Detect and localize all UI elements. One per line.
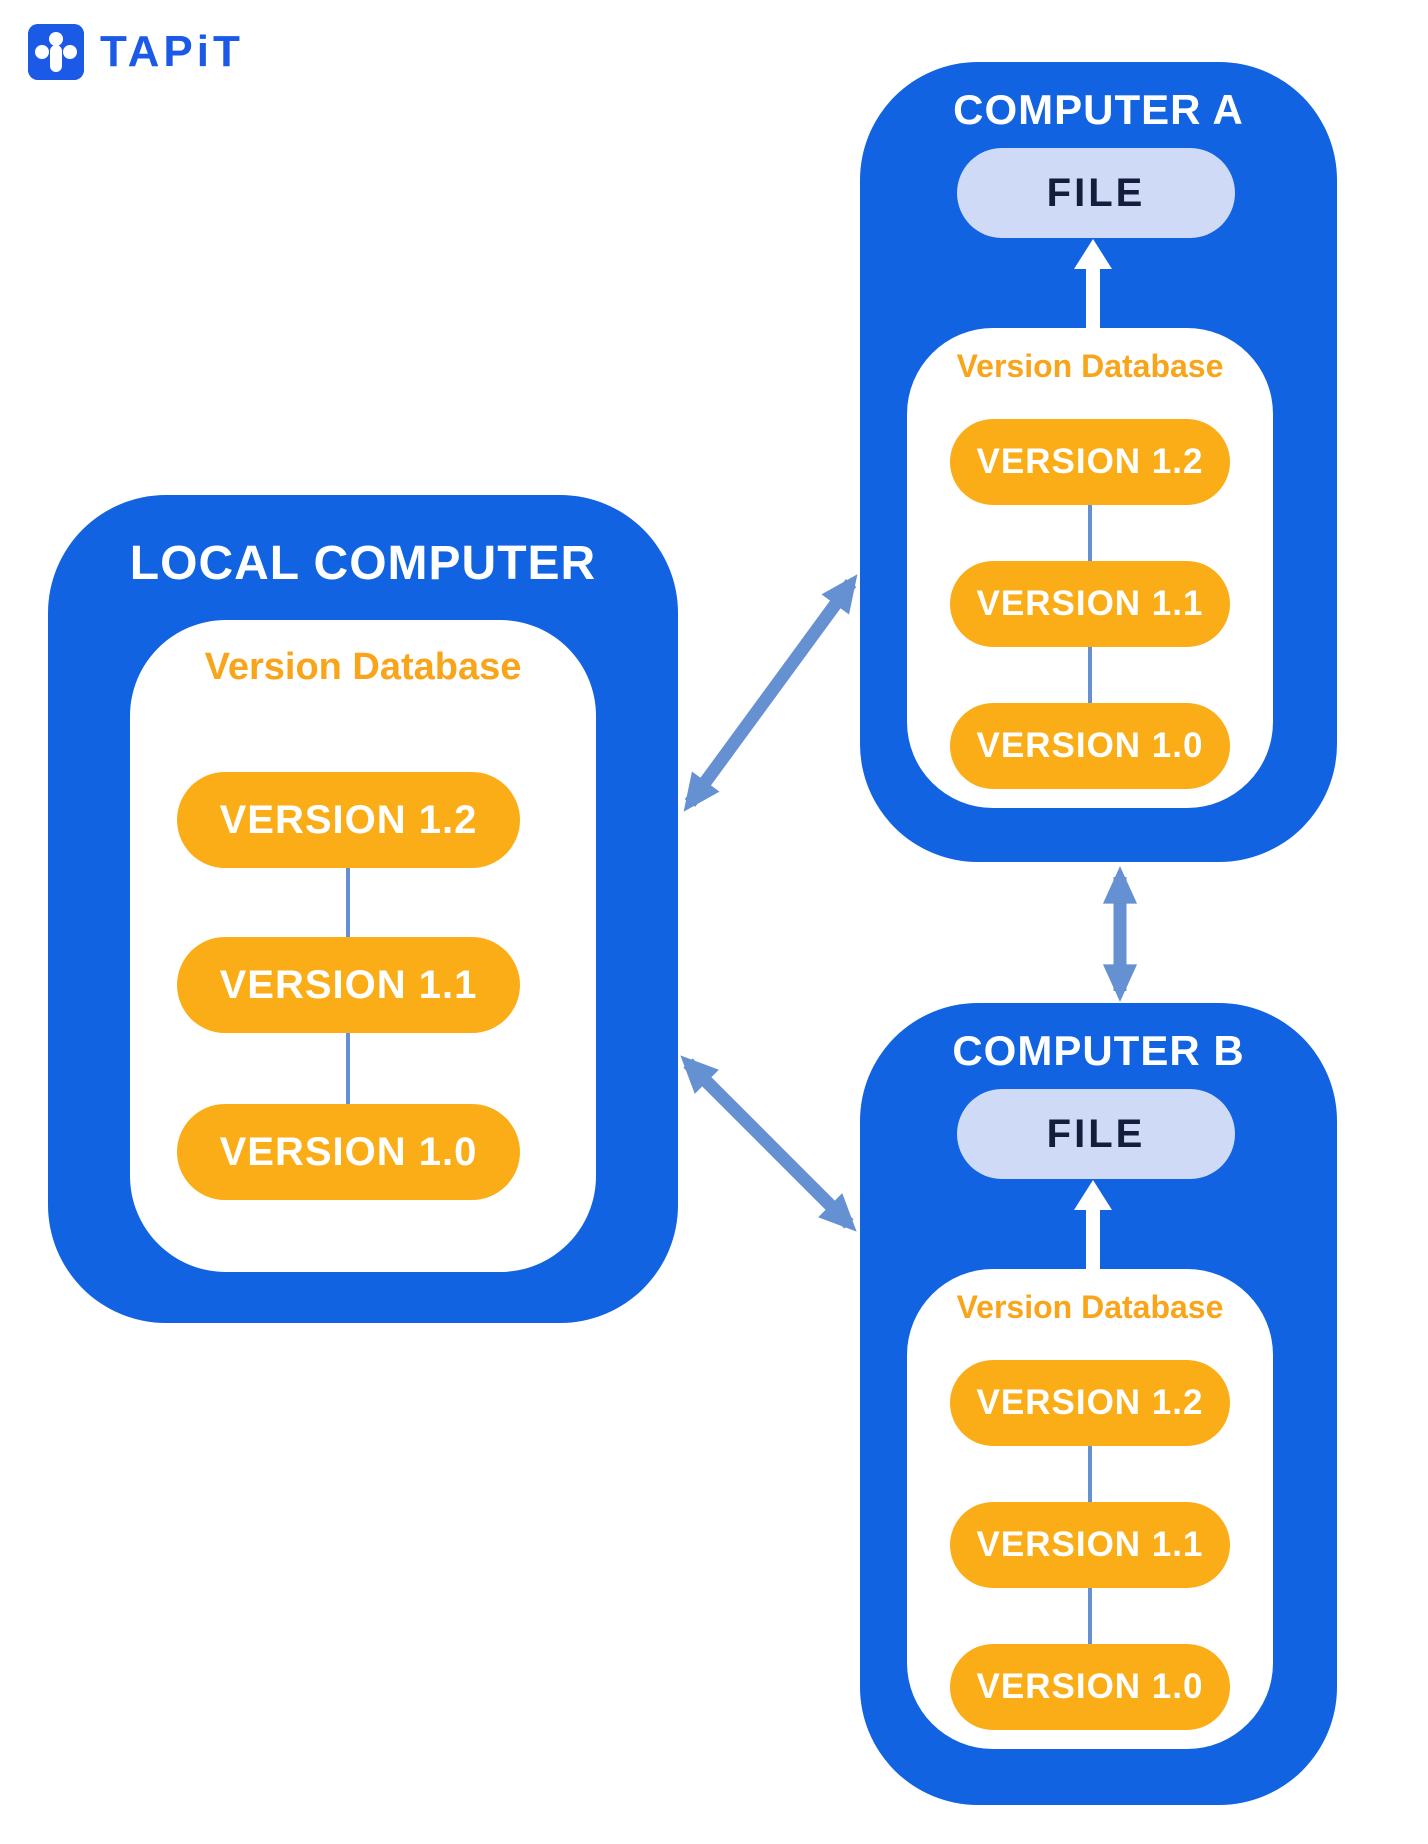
sync-arrow-local-computer-b — [680, 1055, 857, 1232]
file-up-arrow-stem — [1086, 265, 1100, 331]
computer-b-version-pill-1-0: VERSION 1.0 — [950, 1644, 1230, 1730]
file-up-arrow-stem — [1086, 1206, 1100, 1272]
local-computer-box: LOCAL COMPUTER Version Database VERSION … — [48, 495, 678, 1323]
computer-a-version-pill-1-2: VERSION 1.2 — [950, 419, 1230, 505]
computer-a-version-pill-1-0: VERSION 1.0 — [950, 703, 1230, 789]
local-version-database-panel: Version Database VERSION 1.2 VERSION 1.1… — [130, 620, 596, 1272]
local-version-database-label: Version Database — [204, 646, 522, 688]
file-up-arrow-icon — [1074, 239, 1112, 269]
computer-b-file-pill: FILE — [957, 1089, 1235, 1179]
computer-b-version-pill-1-1: VERSION 1.1 — [950, 1502, 1230, 1588]
local-version-pill-1-1: VERSION 1.1 — [177, 937, 520, 1033]
computer-b-title: COMPUTER B — [952, 1027, 1245, 1074]
computer-b-version-database-label: Version Database — [956, 1289, 1224, 1325]
local-version-pill-1-0: VERSION 1.0 — [177, 1104, 520, 1200]
logo-wordmark: TAPiT — [100, 27, 244, 76]
sync-arrow-local-computer-a — [683, 574, 858, 812]
file-up-arrow-icon — [1074, 1180, 1112, 1210]
logo: TAPiT — [28, 24, 244, 80]
computer-b-version-pill-1-2: VERSION 1.2 — [950, 1360, 1230, 1446]
local-computer-title: LOCAL COMPUTER — [129, 537, 597, 590]
computer-b-version-database-panel: Version Database VERSION 1.2 VERSION 1.1… — [907, 1269, 1273, 1749]
computer-a-file-pill: FILE — [957, 148, 1235, 238]
computer-a-title: COMPUTER A — [953, 86, 1244, 133]
computer-a-box: COMPUTER A FILE Version Database VERSION… — [860, 62, 1337, 862]
local-version-pill-1-2: VERSION 1.2 — [177, 772, 520, 868]
computer-a-version-database-label: Version Database — [956, 348, 1224, 384]
computer-b-box: COMPUTER B FILE Version Database VERSION… — [860, 1003, 1337, 1805]
computer-a-version-database-panel: Version Database VERSION 1.2 VERSION 1.1… — [907, 328, 1273, 808]
computer-a-version-pill-1-1: VERSION 1.1 — [950, 561, 1230, 647]
tapit-logo-icon — [28, 24, 84, 80]
